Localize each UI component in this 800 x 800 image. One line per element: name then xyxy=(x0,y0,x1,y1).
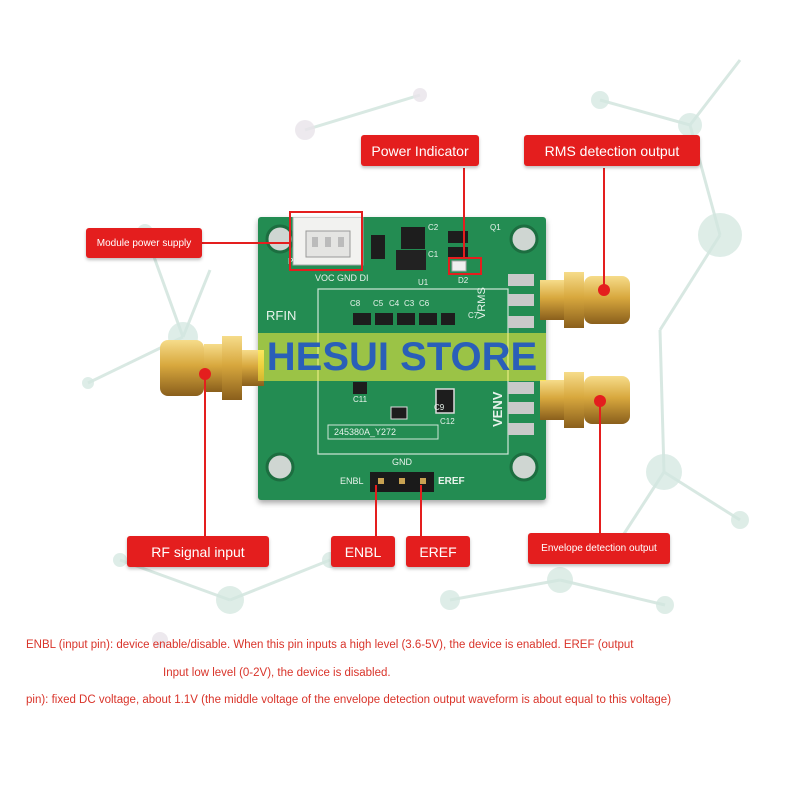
ref-designator: Q1 xyxy=(490,223,501,232)
ref-designator: P1 xyxy=(288,257,298,266)
ref-designator: C4 xyxy=(389,299,400,308)
enbl-callout: ENBL xyxy=(331,536,395,567)
eref-silk-label: EREF xyxy=(438,476,465,487)
ref-designator: D2 xyxy=(458,276,469,285)
eref-callout: EREF xyxy=(406,536,470,567)
ref-designator: C2 xyxy=(428,223,439,232)
envelope-output-callout: Envelope detection output xyxy=(528,533,670,564)
enbl-silk-label: ENBL xyxy=(340,476,364,486)
part-number-silk: 245380A_Y272 xyxy=(334,427,397,437)
ref-designator: C7 xyxy=(468,311,479,320)
ref-designator: C11 xyxy=(353,395,368,404)
power-indicator-callout: Power Indicator xyxy=(361,135,479,166)
module-power-callout: Module power supply xyxy=(86,228,202,258)
description-line-2: Input low level (0-2V), the device is di… xyxy=(163,667,391,679)
ref-designator: U1 xyxy=(418,278,429,287)
ref-designator: C5 xyxy=(373,299,384,308)
store-watermark: HESUI STORE xyxy=(258,333,546,381)
power-pins-silk-label: VOC GND DI xyxy=(315,273,369,283)
ref-designator: C6 xyxy=(419,299,430,308)
rms-output-callout: RMS detection output xyxy=(524,135,700,166)
rfin-silk-label: RFIN xyxy=(266,308,297,323)
description-line-1: ENBL (input pin): device enable/disable.… xyxy=(26,639,634,651)
ref-designator: C3 xyxy=(404,299,415,308)
gnd-silk-label: GND xyxy=(392,457,412,467)
ref-designator: C12 xyxy=(440,417,455,426)
ref-designator: C9 xyxy=(434,403,445,412)
description-line-3: pin): fixed DC voltage, about 1.1V (the … xyxy=(26,694,672,706)
rf-input-callout: RF signal input xyxy=(127,536,269,567)
ref-designator: C1 xyxy=(428,250,439,259)
ref-designator: C8 xyxy=(350,299,361,308)
venv-silk-label: VENV xyxy=(490,391,505,427)
mounting-holes xyxy=(265,224,539,482)
